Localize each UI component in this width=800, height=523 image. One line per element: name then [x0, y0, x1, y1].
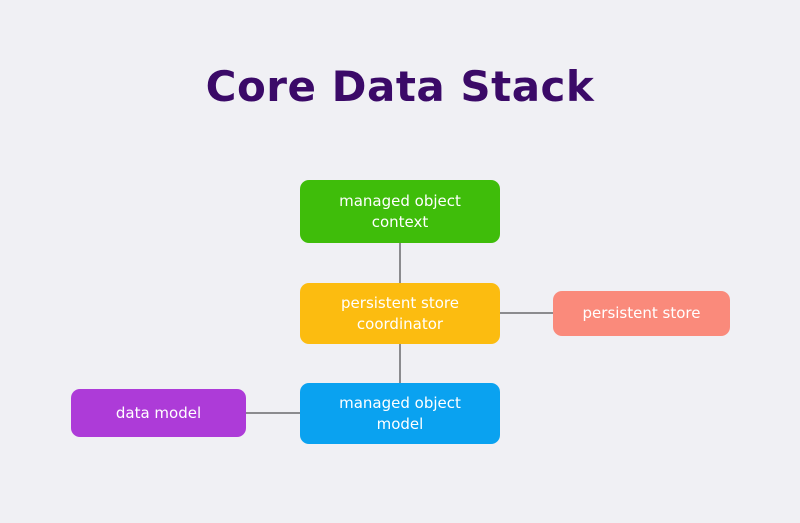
node-data-model[interactable]: data model	[71, 389, 246, 437]
connector-context-to-coordinator	[399, 243, 401, 283]
node-label: persistent store coordinator	[341, 293, 459, 333]
node-managed-object-context[interactable]: managed object context	[300, 180, 500, 243]
connector-coordinator-to-store	[500, 312, 553, 314]
page-title: Core Data Stack	[205, 62, 595, 111]
node-label: data model	[115, 403, 202, 422]
node-label: persistent store	[582, 304, 701, 322]
connector-datamodel-to-model	[246, 412, 300, 414]
node-label: managed object context	[339, 191, 461, 231]
node-label: managed object model	[339, 393, 461, 433]
connector-coordinator-to-model	[399, 344, 401, 383]
node-persistent-store-coordinator[interactable]: persistent store coordinator	[300, 283, 500, 344]
node-persistent-store[interactable]: persistent store	[553, 291, 730, 336]
node-managed-object-model[interactable]: managed object model	[300, 383, 500, 444]
